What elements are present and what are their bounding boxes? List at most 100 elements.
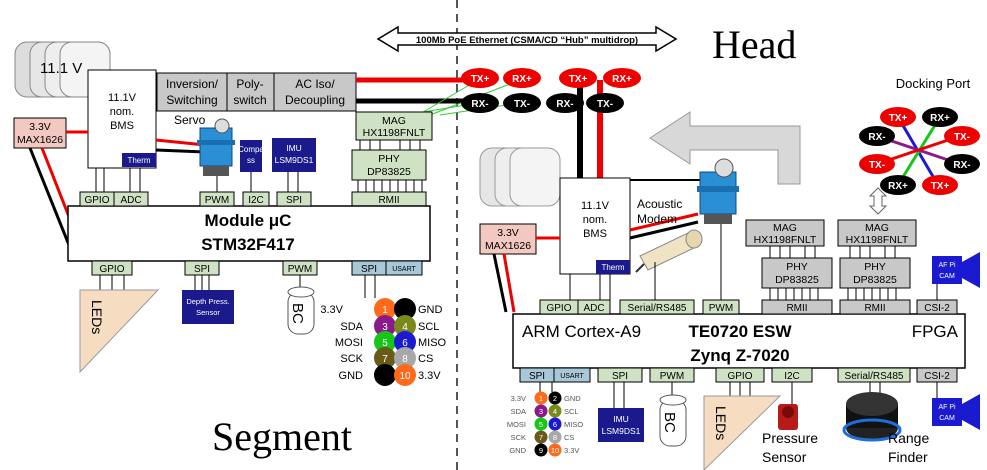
svg-text:PWM: PWM bbox=[288, 264, 312, 275]
svg-text:3.3V: 3.3V bbox=[511, 394, 526, 403]
svg-text:RMII: RMII bbox=[786, 303, 807, 314]
svg-text:MAG: MAG bbox=[382, 115, 406, 127]
svg-text:SCK: SCK bbox=[340, 353, 363, 365]
svg-text:Therm: Therm bbox=[601, 263, 624, 272]
head-pin-header: 3.3V 1 2 GND SDA 3 4 SCL MOSI 5 6 MISO S… bbox=[507, 391, 583, 457]
svg-text:RX-: RX- bbox=[556, 99, 573, 110]
svg-text:switch: switch bbox=[233, 93, 266, 107]
svg-text:PWM: PWM bbox=[709, 303, 733, 314]
head-bc-motor: BC bbox=[659, 394, 687, 447]
svg-text:3.3V: 3.3V bbox=[320, 304, 343, 316]
segment-polyswitch: Poly- switch bbox=[226, 72, 275, 112]
segment-pin-header: 3.3V 1 GND SDA 3 4 SCL MOSI 5 6 MISO SCK… bbox=[320, 298, 447, 386]
svg-text:5: 5 bbox=[539, 420, 543, 429]
svg-text:GPIO: GPIO bbox=[99, 264, 124, 275]
head-leds: LEDs bbox=[703, 395, 782, 470]
svg-text:TX-: TX- bbox=[869, 160, 885, 171]
svg-text:PHY: PHY bbox=[378, 153, 400, 165]
svg-text:MOSI: MOSI bbox=[507, 420, 526, 429]
svg-text:TX-: TX- bbox=[514, 99, 530, 110]
svg-text:Zynq Z-7020: Zynq Z-7020 bbox=[690, 346, 789, 365]
pressure-sensor-icon bbox=[778, 404, 798, 430]
head-zynq-block: ARM Cortex-A9 TE0720 ESW FPGA Zynq Z-702… bbox=[512, 313, 966, 369]
svg-text:AF Pi: AF Pi bbox=[938, 404, 956, 411]
svg-text:SPI: SPI bbox=[361, 264, 377, 275]
svg-text:BC: BC bbox=[661, 412, 678, 433]
svg-text:PHY: PHY bbox=[786, 261, 808, 273]
svg-text:HX1198FNLT: HX1198FNLT bbox=[846, 234, 909, 246]
svg-text:GND: GND bbox=[564, 394, 581, 403]
svg-text:Switching: Switching bbox=[166, 93, 217, 107]
svg-text:CSI-2: CSI-2 bbox=[924, 371, 950, 382]
segment-phy: PHY DP83825 bbox=[351, 149, 427, 181]
svg-text:8: 8 bbox=[553, 433, 557, 442]
svg-text:TX+: TX+ bbox=[889, 113, 908, 124]
head-camera-bottom: AF Pi CAM bbox=[932, 394, 980, 430]
svg-text:10: 10 bbox=[399, 371, 411, 382]
svg-text:4: 4 bbox=[402, 322, 408, 333]
svg-text:3.3V: 3.3V bbox=[564, 446, 579, 455]
svg-text:Inversion/: Inversion/ bbox=[166, 77, 219, 91]
svg-text:LEDs: LEDs bbox=[713, 406, 729, 440]
svg-text:TX+: TX+ bbox=[569, 74, 588, 85]
segment-mcu-top-ports: GPIO ADC PWM I2C SPI bbox=[79, 191, 312, 207]
svg-text:Module μC: Module μC bbox=[205, 211, 292, 230]
svg-text:8: 8 bbox=[402, 354, 408, 365]
head-imu: IMU LSM9DS1 bbox=[598, 408, 644, 442]
segment-rmii: RMII bbox=[351, 191, 427, 207]
segment-title: Segment bbox=[212, 414, 352, 459]
svg-text:11.1V: 11.1V bbox=[108, 92, 137, 104]
segment-leds: LEDs bbox=[79, 289, 160, 374]
head-camera-top: AF Pi CAM bbox=[932, 252, 980, 288]
svg-text:nom.: nom. bbox=[110, 106, 134, 118]
svg-text:HX1198FNLT: HX1198FNLT bbox=[363, 127, 426, 139]
svg-text:RX+: RX+ bbox=[612, 74, 632, 85]
head-mag-1: MAG HX1198FNLT bbox=[745, 219, 825, 247]
head-acoustic-label: Acoustic bbox=[637, 197, 682, 211]
svg-text:GPIO: GPIO bbox=[546, 303, 571, 314]
svg-text:MAX1626: MAX1626 bbox=[17, 134, 63, 146]
svg-text:GPIO: GPIO bbox=[84, 195, 109, 206]
svg-text:RX+: RX+ bbox=[888, 181, 908, 192]
segment-battery-label: 11.1 V bbox=[40, 60, 82, 77]
svg-text:PWM: PWM bbox=[660, 371, 684, 382]
svg-text:CAM: CAM bbox=[939, 273, 955, 280]
ethernet-bus-arrow: 100Mb PoE Ethernet (CSMA/CD “Hub” multid… bbox=[376, 25, 678, 53]
svg-text:AC Iso/: AC Iso/ bbox=[295, 77, 335, 91]
svg-text:BMS: BMS bbox=[583, 228, 607, 240]
grey-flow-arrow bbox=[649, 111, 801, 185]
svg-text:2: 2 bbox=[553, 394, 557, 403]
svg-text:CS: CS bbox=[418, 353, 433, 365]
svg-text:USART: USART bbox=[560, 373, 584, 380]
svg-text:ADC: ADC bbox=[583, 303, 604, 314]
svg-text:MISO: MISO bbox=[564, 420, 583, 429]
segment-mag: MAG HX1198FNLT bbox=[355, 111, 433, 141]
svg-text:CAM: CAM bbox=[939, 415, 955, 422]
svg-text:SPI: SPI bbox=[529, 371, 545, 382]
head-bms: 11.1V nom. BMS Therm bbox=[559, 177, 631, 275]
svg-text:Decoupling: Decoupling bbox=[285, 93, 345, 107]
svg-text:1: 1 bbox=[539, 394, 543, 403]
svg-text:RX-: RX- bbox=[868, 132, 885, 143]
svg-text:3: 3 bbox=[382, 322, 388, 333]
segment-regulator: 3.3V MAX1626 bbox=[13, 117, 67, 149]
svg-text:LEDs: LEDs bbox=[89, 300, 105, 334]
segment-bc-motor: BC bbox=[287, 286, 315, 335]
range-finder-label: Range bbox=[888, 430, 929, 446]
svg-text:BMS: BMS bbox=[110, 120, 134, 132]
svg-text:7: 7 bbox=[539, 433, 543, 442]
svg-text:3.3V: 3.3V bbox=[418, 370, 441, 382]
segment-servo-label: Servo bbox=[174, 113, 206, 127]
ethernet-label: 100Mb PoE Ethernet (CSMA/CD “Hub” multid… bbox=[416, 35, 638, 46]
svg-text:3.3V: 3.3V bbox=[29, 121, 51, 133]
segment-ac-iso: AC Iso/ Decoupling bbox=[273, 72, 357, 112]
segment-bms: 11.1V nom. BMS Therm bbox=[87, 69, 157, 169]
svg-text:Serial/RS485: Serial/RS485 bbox=[845, 371, 904, 382]
segment-mcu-bottom-ports: GPIO SPI PWM SPI USART bbox=[91, 260, 423, 276]
head-mag-2: MAG HX1198FNLT bbox=[837, 219, 917, 247]
segment-compass: Compa ss bbox=[238, 140, 264, 172]
svg-text:Sensor: Sensor bbox=[762, 449, 807, 465]
svg-text:9: 9 bbox=[539, 446, 543, 455]
segment-depth-sensor: Depth Press. Sensor bbox=[182, 290, 234, 324]
